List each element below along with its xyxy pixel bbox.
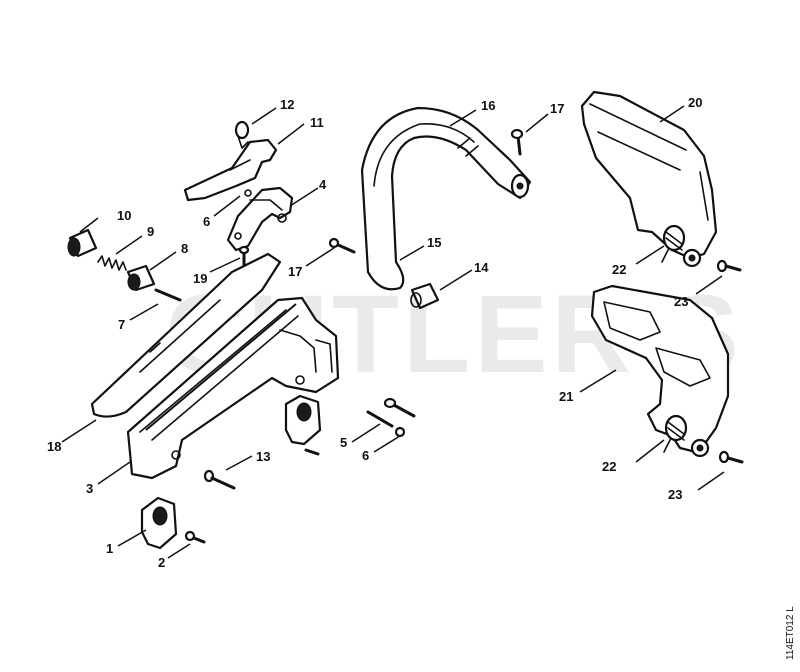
part-10-bushing [67, 228, 98, 258]
callout-23-lower: 23 [668, 487, 682, 502]
callout-20: 20 [688, 95, 702, 110]
drawing-code: 114ET012 L [785, 606, 796, 660]
part-22-spring-lower [663, 414, 688, 453]
callout-4: 4 [319, 177, 327, 192]
callout-18: 18 [47, 439, 61, 454]
part-23-screw-lower [718, 450, 744, 464]
part-16-front-handle [360, 106, 532, 291]
callout-17-top: 17 [550, 101, 564, 116]
callout-17-middle: 17 [288, 264, 302, 279]
part-18-cover-plate [90, 252, 282, 418]
callout-21: 21 [559, 389, 573, 404]
part-5-bolt [366, 410, 394, 428]
callout-22-upper: 22 [612, 262, 626, 277]
callout-16: 16 [481, 98, 495, 113]
callout-7: 7 [118, 317, 125, 332]
callout-13: 13 [256, 449, 270, 464]
callout-10: 10 [117, 208, 131, 223]
part-7-pin [154, 288, 182, 302]
part-14-buffer [410, 282, 440, 310]
part-9-spring [97, 255, 127, 271]
callout-12: 12 [280, 97, 294, 112]
part-11-lever [183, 138, 278, 202]
callout-6-upper: 6 [203, 214, 210, 229]
callout-15: 15 [427, 235, 441, 250]
callout-23-upper: 23 [674, 294, 688, 309]
leader-lines [61, 105, 725, 559]
callout-5: 5 [340, 435, 347, 450]
part-5-bolt-b [383, 397, 416, 418]
callout-6-lower: 6 [362, 448, 369, 463]
callout-numbers: 12 11 16 17 20 4 6 10 9 8 19 17 15 14 22… [47, 95, 702, 570]
part-12-spring [234, 120, 250, 149]
part-21-guard-plate [590, 284, 730, 458]
callout-22-lower: 22 [602, 459, 616, 474]
callout-14: 14 [474, 260, 489, 275]
part-17-screw-top [510, 128, 524, 156]
callout-8: 8 [181, 241, 188, 256]
part-13-screw [203, 469, 236, 490]
part-8-button [126, 264, 156, 292]
part-17-screw-middle [328, 237, 356, 254]
part-23-screw-upper [716, 259, 742, 273]
part-22-spring-upper [661, 224, 686, 263]
callout-11: 11 [310, 115, 324, 130]
part-3-handle-body [126, 296, 340, 480]
callout-1: 1 [106, 541, 113, 556]
part-av-mount-upper [284, 394, 322, 456]
callout-3: 3 [86, 481, 93, 496]
part-20-hand-guard [580, 90, 718, 268]
callout-2: 2 [158, 555, 165, 570]
callout-19: 19 [193, 271, 207, 286]
callout-9: 9 [147, 224, 154, 239]
part-6-washer [394, 426, 406, 438]
part-1-av-mount [140, 496, 178, 550]
part-2-screw [184, 530, 206, 544]
